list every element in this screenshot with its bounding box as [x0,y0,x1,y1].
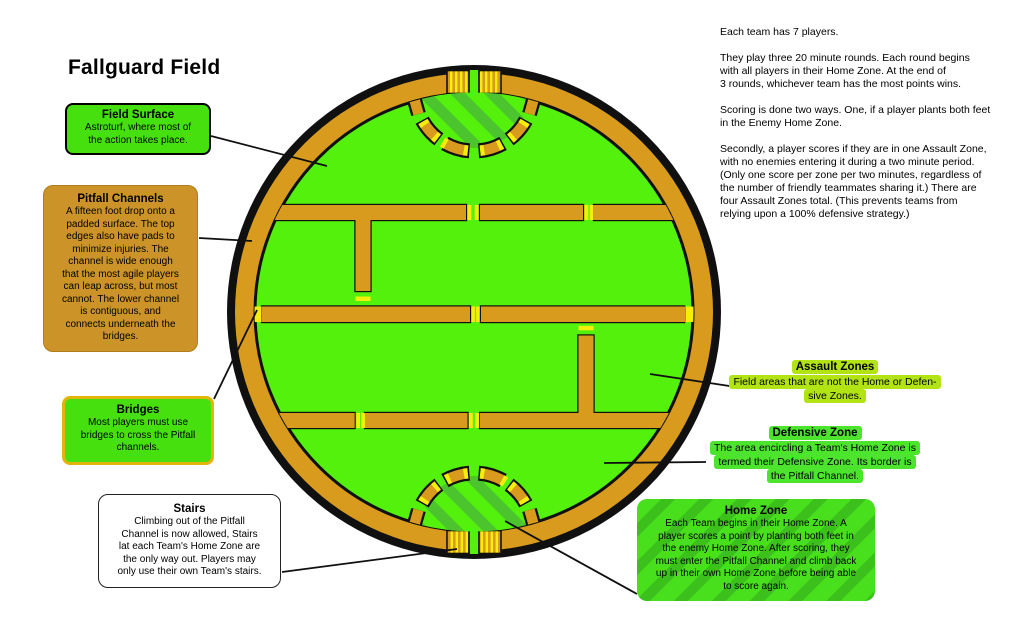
callout-stairs: Stairs Climbing out of the Pitfall Chann… [98,494,281,588]
rules-paragraph: Scoring is done two ways. One, if a play… [720,104,991,129]
callout-pitfall-channels: Pitfall Channels A fifteen foot drop ont… [43,185,198,352]
rules-paragraph: Secondly, a player scores if they are in… [720,143,987,220]
callout-title: Pitfall Channels [77,193,164,205]
rules-text: Each team has 7 players. They play three… [720,26,1020,234]
callout-title: Field Surface [101,109,175,121]
callout-home-zone: Home Zone Each Team begins in their Home… [637,499,875,601]
leader-lines [198,135,737,595]
callout-title: Stairs [173,503,206,515]
callout-field-surface: Field Surface Astroturf, where most of t… [65,103,211,155]
pitfall-channels [254,203,694,430]
rules-paragraph: They play three 20 minute rounds. Each r… [720,52,970,90]
callout-body: A fifteen foot drop onto a padded surfac… [61,206,180,342]
callout-body: The area encircling a Team's Home Zone i… [695,441,935,483]
callout-title: Assault Zones [715,360,955,375]
callout-title: Bridges [116,404,160,416]
rules-paragraph: Each team has 7 players. [720,26,839,38]
callout-assault-zones: Assault Zones Field areas that are not t… [715,360,955,403]
callout-body: Most players must use bridges to cross t… [80,417,196,453]
callout-bridges: Bridges Most players must use bridges to… [62,396,214,465]
callout-defensive-zone: Defensive Zone The area encircling a Tea… [695,426,935,483]
callout-title: Defensive Zone [695,426,935,441]
page-title: Fallguard Field [68,56,221,80]
callout-body: Climbing out of the Pitfall Channel is n… [117,516,262,577]
callout-body: Each Team begins in their Home Zone. A p… [655,518,857,592]
bridges-markers [254,205,694,428]
callout-body: Field areas that are not the Home or Def… [715,375,955,403]
callout-title: Home Zone [724,505,788,517]
callout-body: Astroturf, where most of the action take… [84,122,192,146]
